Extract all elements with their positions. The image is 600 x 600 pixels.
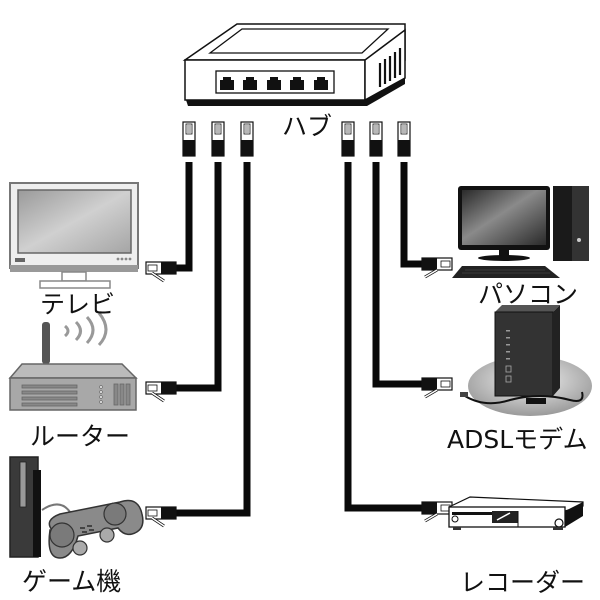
video-recorder-icon: [448, 496, 584, 530]
cable-modem: [369, 121, 453, 399]
device-label-game: ゲーム機: [22, 567, 122, 596]
cable-recorder: [341, 121, 453, 523]
device-label-recorder: レコーダー: [460, 568, 586, 597]
cable-game: [145, 121, 254, 528]
adsl-modem-icon: [460, 305, 592, 416]
device-label-modem: ADSLモデム: [447, 425, 588, 454]
game-console-icon: [9, 456, 144, 559]
wireless-router-icon: [8, 312, 138, 411]
hub-label: ハブ: [282, 112, 333, 141]
device-label-router: ルーター: [30, 422, 131, 451]
cable-router: [145, 121, 225, 403]
cable-pc: [397, 121, 453, 279]
desktop-computer-icon: [452, 186, 589, 278]
tv-icon: [9, 182, 139, 289]
hub-icon: [182, 23, 406, 106]
cable-tv: [145, 121, 196, 283]
device-label-pc: パソコン: [478, 280, 579, 309]
device-label-tv: テレビ: [40, 290, 116, 319]
